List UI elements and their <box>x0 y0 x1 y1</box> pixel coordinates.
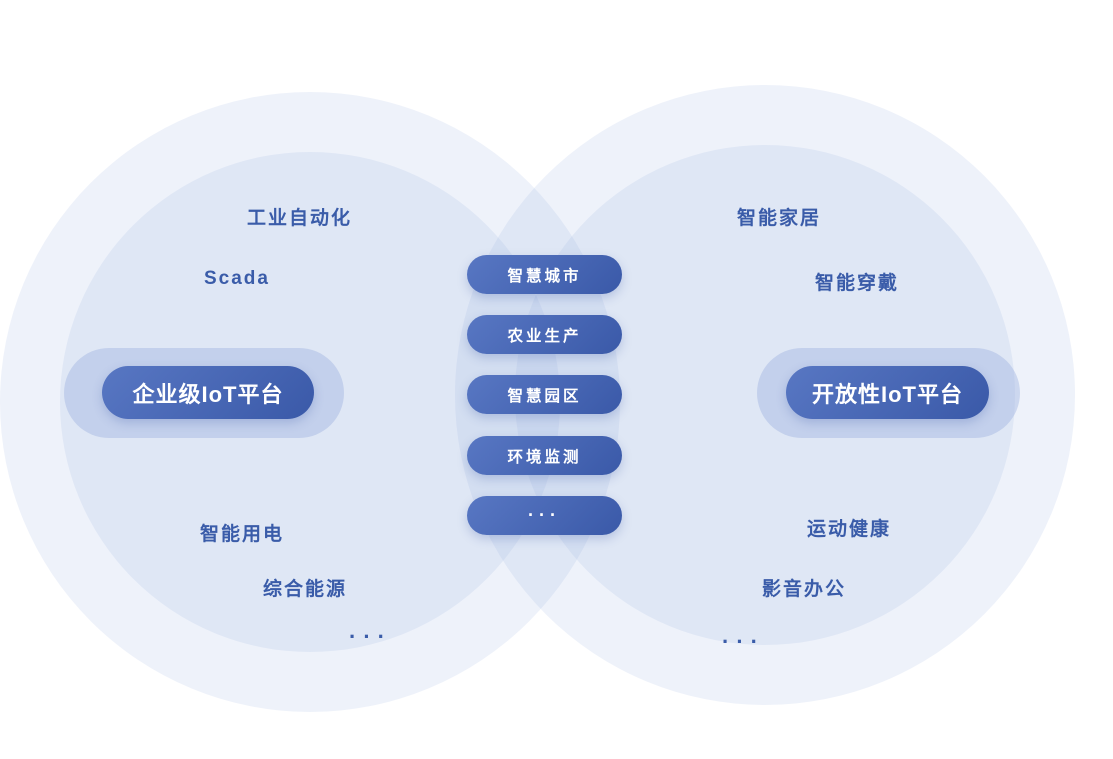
left-platform-pill: 企业级IoT平台 <box>102 366 314 419</box>
center-ellipsis-pill: ··· <box>467 496 622 535</box>
center-item-pill: 智慧园区 <box>467 375 622 414</box>
center-item-pill: 农业生产 <box>467 315 622 354</box>
center-item-pill: 环境监测 <box>467 436 622 475</box>
right-category-label: 智能家居 <box>737 208 822 229</box>
left-category-label: 工业自动化 <box>247 208 353 229</box>
right-category-label: 运动健康 <box>807 519 892 540</box>
left-category-label: 综合能源 <box>263 579 348 600</box>
center-item-pill: 智慧城市 <box>467 255 622 294</box>
left-category-label: Scada <box>204 268 270 289</box>
right-category-label: 智能穿戴 <box>815 273 900 294</box>
right-category-label: 影音办公 <box>762 579 847 600</box>
right-ellipsis: ··· <box>722 629 765 654</box>
right-platform-pill: 开放性IoT平台 <box>786 366 989 419</box>
left-ellipsis: ··· <box>349 624 392 649</box>
left-category-label: 智能用电 <box>200 524 285 545</box>
